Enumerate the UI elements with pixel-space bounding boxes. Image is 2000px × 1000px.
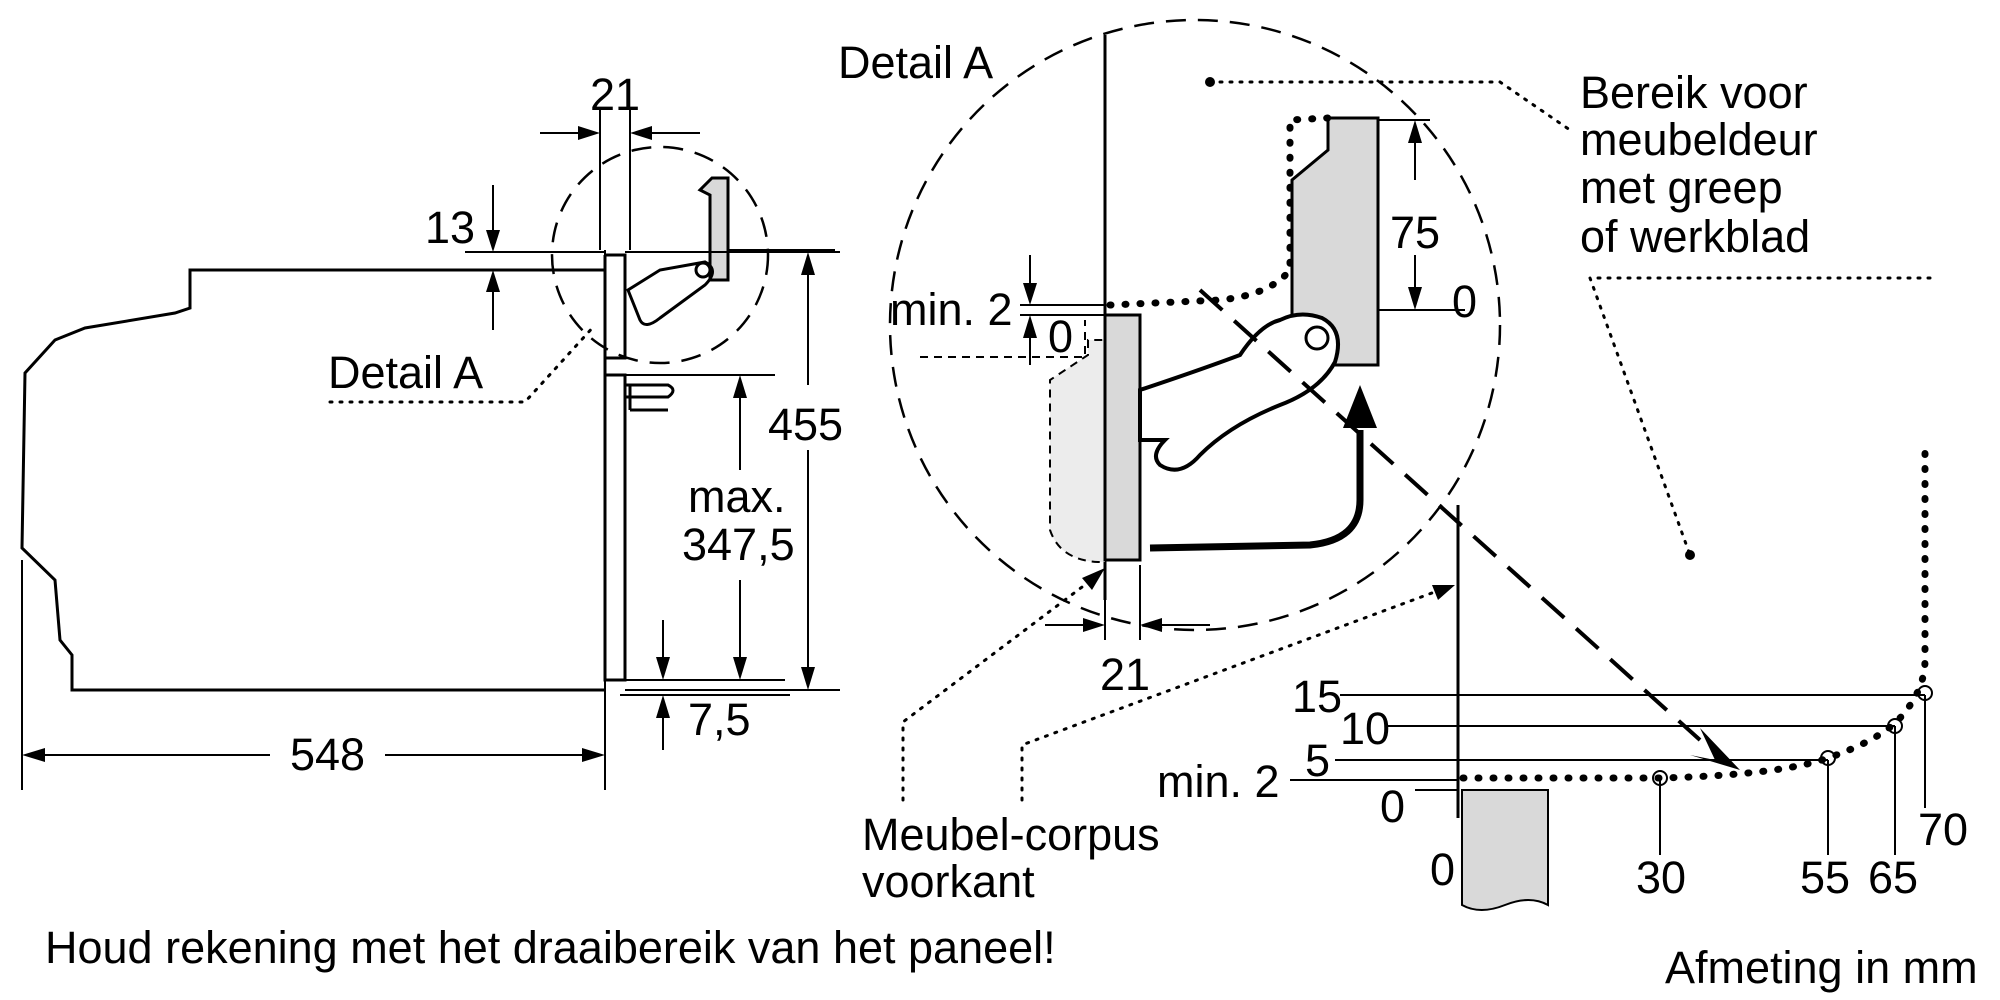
detail-0-label: 0: [1048, 311, 1073, 362]
range-label-line2: meubeldeur: [1580, 114, 1818, 165]
swing-diagonal-arrow: [1690, 728, 1740, 770]
scale-y-15: 15: [1292, 671, 1342, 722]
detail-dim-21: 21: [1045, 565, 1210, 700]
dim-13: 13: [425, 185, 605, 330]
swing-range-note: Houd rekening met het draaibereik van he…: [45, 922, 1056, 973]
detail-dim-75: 75 0: [1378, 119, 1477, 327]
small-hinge-pin: [694, 261, 712, 279]
detail-a-small: [550, 145, 835, 365]
detail-0b-label: 0: [1452, 276, 1477, 327]
scale-x-65: 65: [1868, 852, 1918, 903]
range-leader-bottom: [1587, 276, 1932, 557]
scale-x-55: 55: [1800, 852, 1850, 903]
detail-dim-min2: min. 2 0: [890, 255, 1105, 365]
scale-x-70: 70: [1918, 804, 1968, 855]
range-label-line1: Bereik voor: [1580, 67, 1808, 118]
dim-max-label: max.: [688, 471, 786, 522]
dim-347-5-label: 347,5: [682, 519, 795, 570]
scale-y-0: 0: [1380, 781, 1405, 832]
small-hinge-arm: [626, 260, 714, 326]
corpus-leader-1: [901, 573, 1100, 802]
swing-scale: 15 10 5 min. 2 0 0 30 55 65 70: [1157, 446, 1968, 911]
detail-21-label: 21: [1100, 649, 1150, 700]
oven-front-shadow: [1049, 339, 1106, 563]
detail-75-label: 75: [1390, 207, 1440, 258]
dim-548-label: 548: [290, 729, 365, 780]
scale-swing-curve: [1459, 446, 1929, 782]
corpus-label-line2: voorkant: [862, 856, 1035, 907]
dim-7-5-label: 7,5: [688, 694, 751, 745]
dim-max-347-5: max. 347,5: [625, 374, 795, 681]
scale-x-0: 0: [1430, 844, 1455, 895]
front-panel-outline: [603, 253, 627, 682]
scale-y-5: 5: [1305, 735, 1330, 786]
swing-diagonal: [1198, 288, 1702, 742]
detail-a-side-label: Detail A: [328, 347, 483, 398]
range-label-line4: of werkblad: [1580, 211, 1810, 262]
scale-x-30: 30: [1636, 852, 1686, 903]
hinge-arm: [1138, 312, 1340, 472]
scale-cabinet-block: [1461, 789, 1549, 911]
scale-point-30: [1652, 770, 1668, 786]
detail-a-top-label: Detail A: [838, 37, 993, 88]
dim-7-5: 7,5: [620, 620, 790, 750]
detail-a-large: [888, 18, 1502, 632]
units-note: Afmeting in mm: [1665, 942, 1978, 993]
corpus-leader-2: [1020, 588, 1442, 802]
hinge-pin: [1304, 325, 1330, 351]
scale-y-min2: min. 2: [1157, 756, 1280, 807]
appliance-body-outline: [20, 268, 605, 692]
dim-455-label: 455: [768, 399, 843, 450]
scale-y-10: 10: [1340, 703, 1390, 754]
detail-min2-label: min. 2: [890, 284, 1013, 335]
dim-13-label: 13: [425, 202, 475, 253]
range-leader-top: [1208, 80, 1572, 132]
corpus-label: Meubel-corpus voorkant: [862, 568, 1455, 907]
dim-548: 548: [22, 729, 605, 780]
appliance-side-view: [20, 250, 675, 790]
detail-a-large-circle: [888, 18, 1502, 632]
range-label: Bereik voor meubeldeur met greep of werk…: [1205, 67, 1932, 560]
dim-21-top: 21: [540, 69, 700, 250]
dim-21-top-label: 21: [590, 69, 640, 120]
small-panel-grey: [697, 176, 730, 282]
corpus-label-line1: Meubel-corpus: [862, 809, 1160, 860]
detail-a-small-circle: [550, 145, 770, 365]
range-label-line3: met greep: [1580, 162, 1783, 213]
detail-0-dashline: [920, 320, 1086, 358]
front-handle: [623, 383, 675, 412]
dim-455: 455: [625, 251, 843, 691]
oven-front-panel: [1103, 313, 1142, 562]
swing-direction-arrow: [1149, 430, 1364, 552]
